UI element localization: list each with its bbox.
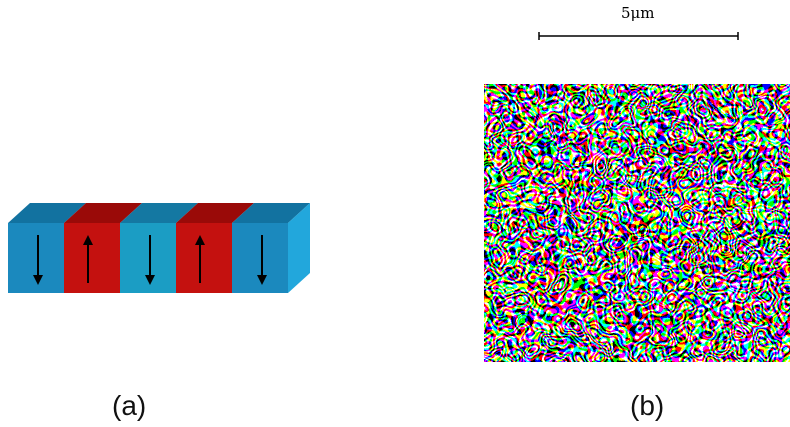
domain-top-face — [120, 203, 198, 223]
arrow-down-head — [257, 275, 267, 285]
domain-top-face — [8, 203, 86, 223]
domain-top-face — [176, 203, 254, 223]
labyrinth-domain-micrograph — [484, 84, 790, 362]
domain-front-face — [120, 223, 176, 293]
domain-front-face — [64, 223, 120, 293]
domain-top-face — [64, 203, 142, 223]
domain-block-diagram — [8, 203, 310, 293]
block-side-face — [288, 203, 310, 293]
arrow-up-head — [195, 235, 205, 245]
domain-front-face — [232, 223, 288, 293]
domain-front-face — [176, 223, 232, 293]
arrow-down-head — [145, 275, 155, 285]
panel-b-label: (b) — [630, 390, 665, 421]
domain-top-face — [232, 203, 310, 223]
arrow-down-head — [33, 275, 43, 285]
panel-a-label: (a) — [112, 390, 147, 421]
arrow-up-head — [83, 235, 93, 245]
domain-front-face — [8, 223, 64, 293]
scale-bar — [538, 32, 739, 40]
scale-bar-label: 5μm — [621, 4, 655, 22]
